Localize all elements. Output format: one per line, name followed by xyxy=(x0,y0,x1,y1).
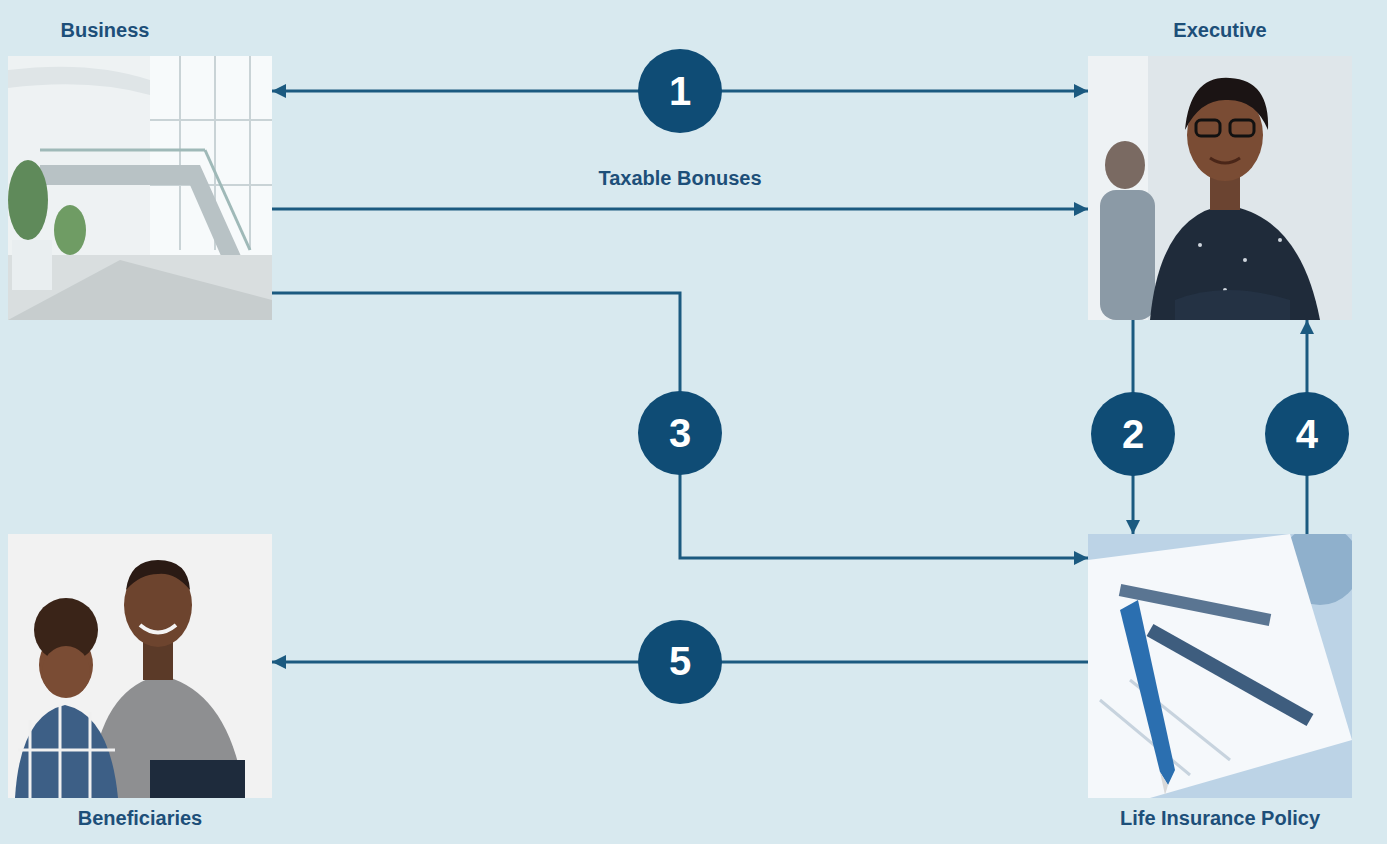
executive-photo-part xyxy=(1105,141,1145,189)
node-heading: Executive xyxy=(1173,18,1266,42)
family-photo-part xyxy=(140,625,176,633)
policy-photo-part xyxy=(1088,534,1352,798)
family-photo-part xyxy=(18,749,115,752)
family-photo-part xyxy=(89,712,92,798)
family-photo-part xyxy=(126,560,190,590)
photo-node: Executive xyxy=(1088,56,1352,320)
callout-number: 3 xyxy=(638,391,722,475)
callout-number: 2 xyxy=(1091,392,1175,476)
callout-number: 1 xyxy=(638,49,722,133)
lobby-photo-part xyxy=(54,205,86,255)
policy-photo xyxy=(1088,534,1352,798)
executive-photo-part xyxy=(1150,205,1320,320)
lobby-photo-part xyxy=(249,56,251,250)
callout-number: 5 xyxy=(638,620,722,704)
executive-photo-part xyxy=(1230,120,1254,136)
photo-node: Life Insurance Policy xyxy=(1088,534,1352,798)
lobby-photo-part xyxy=(8,56,272,320)
policy-photo-part xyxy=(1150,630,1310,720)
node-heading: Beneficiaries xyxy=(78,806,203,830)
flow-arrow xyxy=(272,293,1088,558)
family-photo-part xyxy=(8,534,272,798)
node-heading: Business xyxy=(61,18,150,42)
family-photo xyxy=(8,534,272,798)
policy-photo-part xyxy=(1120,600,1175,785)
callout-number: 4 xyxy=(1265,392,1349,476)
policy-photo-part xyxy=(1120,590,1270,620)
lobby-photo-part xyxy=(40,165,245,265)
photo-node: Beneficiaries xyxy=(8,534,272,798)
executive-photo-part xyxy=(1175,290,1290,320)
family-photo-part xyxy=(150,760,245,798)
executive-photo-part xyxy=(1196,120,1220,136)
lobby-photo-part xyxy=(150,119,272,121)
flow-arrow xyxy=(272,207,1088,210)
photo-node: Business xyxy=(8,56,272,320)
executive-photo xyxy=(1088,56,1352,320)
executive-photo-part xyxy=(1088,56,1352,320)
policy-photo-part xyxy=(1160,772,1168,795)
lobby-photo-part xyxy=(8,160,48,240)
family-photo-part xyxy=(15,705,118,798)
lobby-photo-part xyxy=(40,149,205,152)
executive-photo-part xyxy=(1210,158,1240,163)
lobby-photo-part xyxy=(12,240,52,290)
executive-photo-part xyxy=(1278,238,1282,242)
flow-label: Taxable Bonuses xyxy=(594,164,765,192)
lobby-photo-part xyxy=(8,67,150,95)
executive-photo-part xyxy=(1198,243,1202,247)
lobby-photo-part xyxy=(179,56,181,250)
executive-photo-part xyxy=(1243,258,1247,262)
family-photo-part xyxy=(29,720,32,798)
executive-photo-part xyxy=(1100,190,1155,320)
lobby-photo-part xyxy=(205,150,250,250)
family-photo-part xyxy=(42,646,90,698)
lobby-photo xyxy=(8,56,272,320)
node-heading: Life Insurance Policy xyxy=(1120,806,1320,830)
